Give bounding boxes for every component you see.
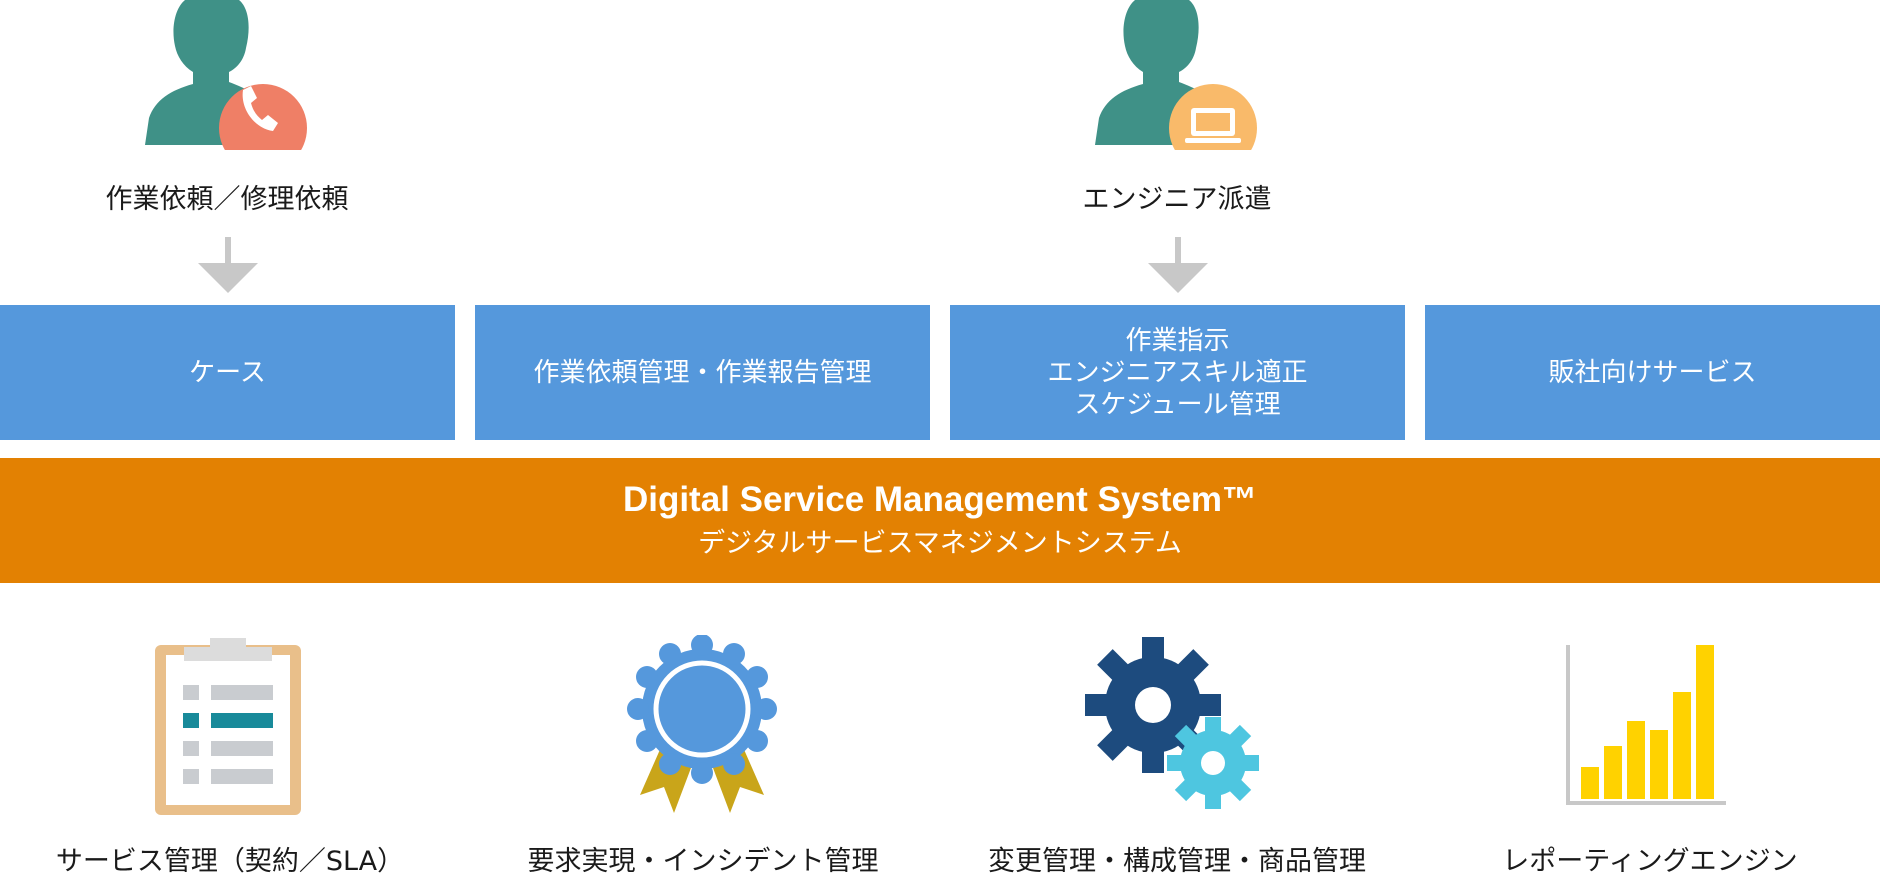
feature-label-service: サービス管理（契約／SLA） [55, 846, 405, 877]
role-label-dispatch: エンジニア派遣 [1082, 184, 1272, 215]
down-arrow-icon [1148, 237, 1208, 293]
box-dealer-service: 販社向けサービス [1425, 305, 1880, 440]
box-case: ケース [0, 305, 455, 440]
award-ribbon-icon [627, 635, 777, 813]
box-work-request: 作業依頼管理・作業報告管理 [475, 305, 930, 440]
feature-label-change: 変更管理・構成管理・商品管理 [988, 846, 1366, 877]
bar-chart-icon [1566, 645, 1726, 805]
system-title: Digital Service Management System™ [622, 480, 1258, 519]
box-dealer-service-line: 販社向けサービス [1548, 357, 1757, 388]
role-label-request: 作業依頼／修理依頼 [105, 184, 349, 215]
box-work-instruction-line-1: 作業指示 [1125, 325, 1230, 356]
feature-label-request: 要求実現・インシデント管理 [527, 846, 879, 877]
box-case-line: ケース [189, 357, 266, 388]
feature-label-reporting: レポーティングエンジン [1502, 846, 1798, 877]
box-work-request-line: 作業依頼管理・作業報告管理 [533, 357, 872, 388]
box-work-instruction: 作業指示 エンジニアスキル適正 スケジュール管理 [950, 305, 1405, 440]
box-work-instruction-line-3: スケジュール管理 [1074, 389, 1281, 420]
person-phone-icon [145, 0, 307, 150]
person-laptop-icon [1095, 0, 1257, 150]
gears-icon [1085, 637, 1259, 809]
clipboard-icon [155, 638, 301, 815]
system-subtitle: デジタルサービスマネジメントシステム [698, 528, 1182, 559]
down-arrow-icon [198, 237, 258, 293]
system-band: Digital Service Management System™ デジタルサ… [0, 458, 1880, 583]
box-work-instruction-line-2: エンジニアスキル適正 [1047, 357, 1308, 388]
